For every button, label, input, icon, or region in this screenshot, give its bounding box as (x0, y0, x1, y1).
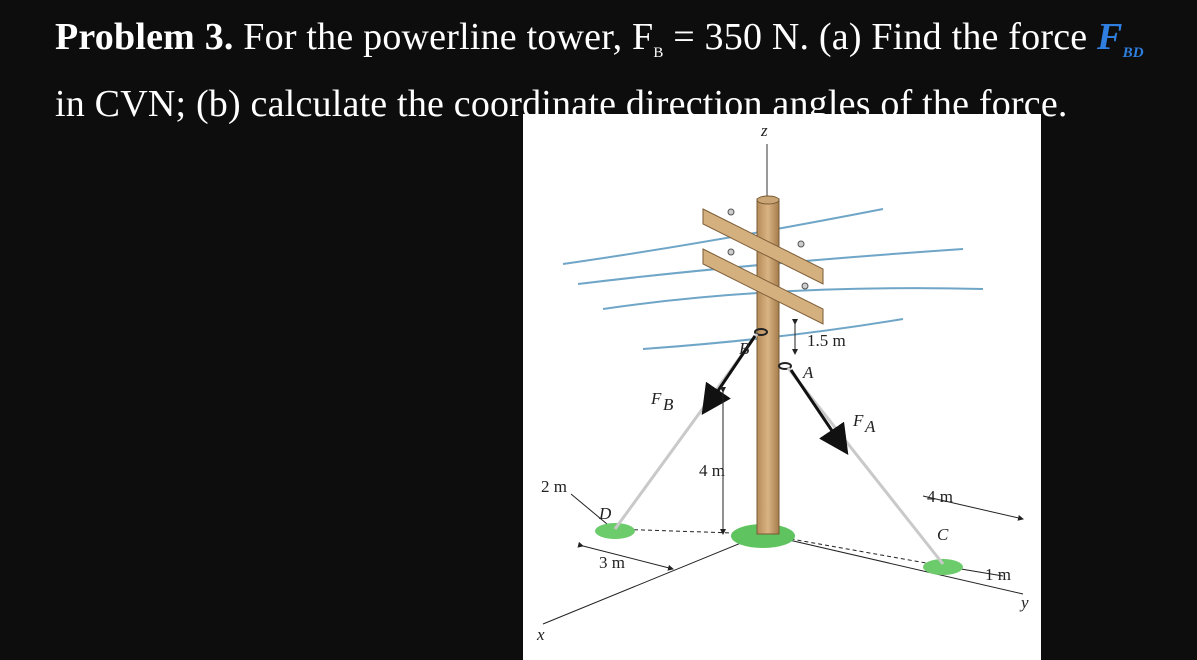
dim-line-4m-y (922, 495, 1024, 521)
insulator-3 (727, 248, 735, 256)
pole-top (756, 195, 780, 205)
label-4m-pole: 4 m (699, 461, 725, 480)
label-1m: 1 m (985, 565, 1011, 584)
grass-d (595, 523, 635, 539)
label-2m: 2 m (541, 477, 567, 496)
problem-statement: Problem 3. For the powerline tower, FB =… (55, 12, 1175, 130)
problem-text-part-1: For the powerline tower, F (233, 16, 654, 58)
insulator-1 (727, 208, 735, 216)
y-axis-line (762, 533, 1024, 595)
cable-ac (786, 367, 945, 565)
powerline-tower-figure: z x y (523, 114, 1041, 660)
label-fb-sub: B (663, 395, 674, 414)
label-a: A (802, 363, 814, 382)
subscript-bd: BD (1122, 45, 1144, 61)
dim-line-3m (577, 541, 674, 571)
label-b: B (739, 339, 750, 358)
insulator-2 (797, 240, 805, 248)
dim-line-2m (570, 493, 614, 530)
force-arrow-fb (701, 335, 757, 415)
figure-drawing: z x y (536, 121, 1029, 644)
power-line-1 (562, 208, 884, 265)
label-fa-sub: A (864, 417, 876, 436)
insulator-4 (801, 282, 809, 290)
label-fa-main: F (852, 411, 864, 430)
cross-arm-upper (702, 208, 824, 285)
problem-text-part-2: = 350 N. (a) Find the force (663, 16, 1098, 58)
label-d: D (598, 504, 612, 523)
force-arrow-fa (789, 369, 849, 455)
label-3m: 3 m (599, 553, 625, 572)
x-axis-line (542, 533, 764, 625)
force-fbd-symbol: F (1097, 16, 1123, 58)
subscript-b: B (653, 45, 664, 61)
label-4m-y: 4 m (927, 487, 953, 506)
problem-heading: Problem 3. (55, 16, 234, 58)
grass-c (923, 559, 963, 575)
label-fb-main: F (650, 389, 662, 408)
ring-b (754, 328, 768, 336)
cross-arm-lower (702, 248, 824, 325)
label-1-5m: 1.5 m (807, 331, 846, 350)
label-c: C (937, 525, 949, 544)
ring-a (778, 362, 792, 370)
y-axis-label: y (1019, 593, 1029, 612)
x-axis-label: x (536, 625, 545, 644)
z-axis-label: z (760, 121, 768, 140)
